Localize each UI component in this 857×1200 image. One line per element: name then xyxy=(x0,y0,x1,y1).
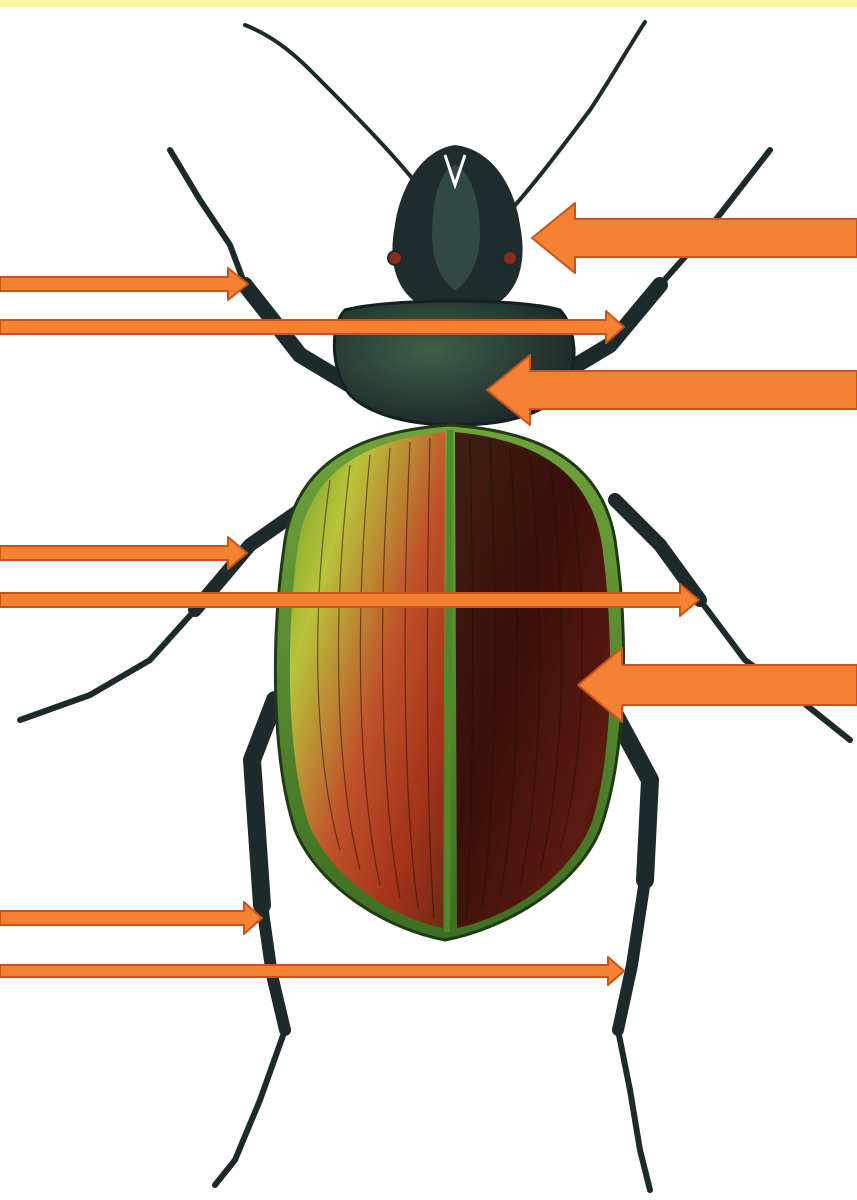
arrow-head xyxy=(532,203,857,273)
arrow-hind-left-leg xyxy=(0,902,262,934)
front-left-tarsus xyxy=(170,150,245,285)
arrow-middle-left-leg xyxy=(0,537,247,569)
hind-right-tibia xyxy=(618,880,645,1030)
head xyxy=(388,139,523,305)
right-eye xyxy=(503,251,517,265)
left-antenna xyxy=(245,25,420,188)
front-right-tarsus xyxy=(660,150,770,285)
arrow-front-left-leg xyxy=(0,268,248,300)
elytral-suture xyxy=(447,430,450,932)
arrow-hind-right-leg xyxy=(0,957,624,985)
hind-left-tarsus xyxy=(215,1030,285,1185)
middle-right-femur xyxy=(615,500,700,600)
elytra xyxy=(275,425,623,940)
middle-left-tarsus xyxy=(20,610,195,720)
right-antenna xyxy=(500,22,645,222)
hind-right-tarsus xyxy=(618,1030,650,1190)
hind-left-femur xyxy=(252,700,275,905)
left-eye xyxy=(388,251,402,265)
